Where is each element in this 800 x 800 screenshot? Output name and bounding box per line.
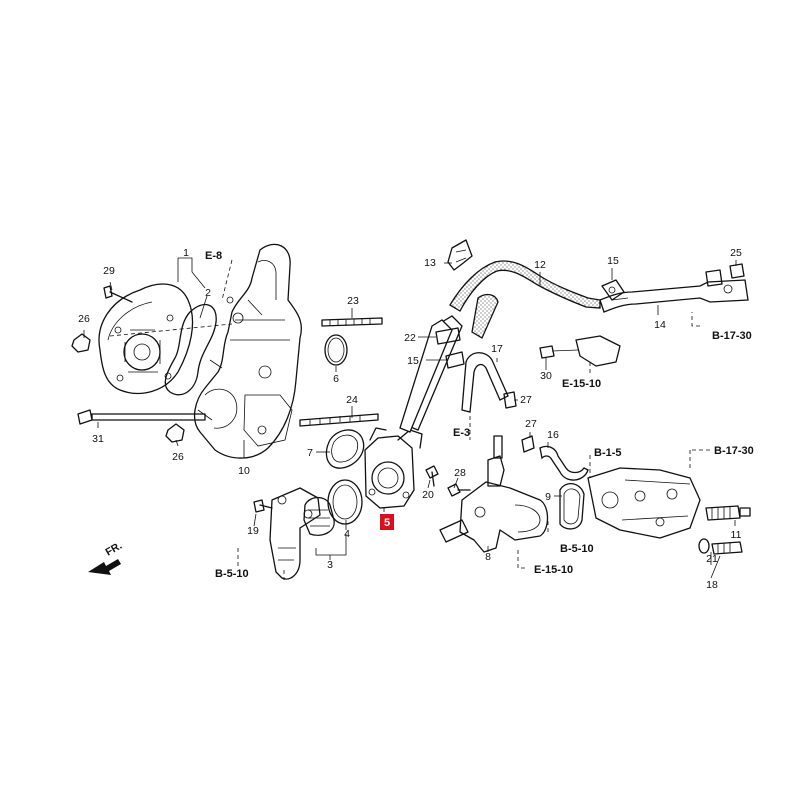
callout-1: 1 — [183, 247, 189, 259]
hose-clamp-15a — [445, 351, 465, 369]
bolt-19 — [253, 499, 273, 513]
callout-10: 10 — [238, 465, 250, 477]
ref-e8[interactable]: E-8 — [205, 250, 222, 262]
callout-4: 4 — [344, 528, 350, 540]
hose-17 — [461, 352, 509, 413]
bolt-28 — [447, 483, 471, 497]
gasket-9 — [559, 483, 585, 530]
bolt-29 — [103, 285, 133, 303]
callout-31: 31 — [92, 433, 104, 445]
thermostat-cover — [269, 487, 321, 580]
nut-26a — [71, 333, 91, 353]
reference-lines — [109, 259, 710, 580]
hose-clamp-22 — [435, 327, 461, 345]
callout-11: 11 — [731, 529, 742, 541]
ref-b5-10-right[interactable]: B-5-10 — [560, 543, 594, 555]
callout-19: 19 — [247, 525, 259, 537]
callout-15a: 15 — [407, 355, 419, 367]
callout-3: 3 — [327, 559, 333, 571]
ref-e15-10-top[interactable]: E-15-10 — [562, 378, 601, 390]
callout-18: 18 — [706, 579, 718, 591]
pipe-bracket-30 — [539, 335, 621, 367]
callout-17: 17 — [491, 343, 503, 355]
ref-b5-10-left[interactable]: B-5-10 — [215, 568, 249, 580]
hose-16 — [539, 445, 589, 481]
thermostat — [303, 496, 335, 536]
callout-15b: 15 — [607, 255, 619, 267]
ref-b17-30-top[interactable]: B-17-30 — [712, 330, 752, 342]
nut-26b — [165, 423, 185, 443]
water-pipe-14 — [599, 279, 749, 313]
callout-29: 29 — [103, 265, 115, 277]
water-passage-10 — [587, 467, 701, 539]
callout-26a: 26 — [78, 313, 90, 325]
callout-14: 14 — [654, 319, 666, 331]
callout-22: 22 — [404, 332, 416, 344]
callout-26b: 26 — [172, 451, 184, 463]
water-pipe-12 — [449, 260, 601, 312]
callout-13: 13 — [424, 257, 436, 269]
callout-27a: 27 — [520, 394, 532, 406]
sensor-18 — [711, 541, 743, 555]
callout-27b: 27 — [525, 418, 537, 430]
water-pump-gasket — [164, 303, 217, 396]
clamp-27b — [521, 435, 535, 453]
water-pump-assembly — [98, 283, 194, 394]
callout-23: 23 — [347, 295, 359, 307]
ref-e3[interactable]: E-3 — [453, 427, 470, 439]
callout-20: 20 — [422, 489, 434, 501]
callout-30: 30 — [540, 370, 552, 382]
hose-clamp-15b — [601, 279, 625, 301]
callout-25: 25 — [730, 247, 742, 259]
callout-16: 16 — [547, 429, 559, 441]
callout-8: 8 — [485, 551, 491, 563]
callout-28: 28 — [454, 467, 466, 479]
thermostat-gasket-4 — [327, 479, 363, 525]
callout-2: 2 — [205, 287, 211, 299]
callout-numbers: 1 2 3 4 5 6 7 8 9 10 11 12 13 14 15 15 1… — [78, 247, 742, 591]
long-bolt-31 — [77, 409, 206, 425]
stud-bolt-24 — [299, 413, 379, 427]
callout-12: 12 — [534, 259, 546, 271]
stud-bolt-23 — [321, 317, 383, 327]
callout-5: 5 — [384, 517, 390, 529]
water-hose-lower — [471, 293, 499, 339]
hose-clip-13 — [447, 239, 473, 271]
bolt-20 — [425, 465, 439, 487]
front-label: FR. — [104, 540, 125, 559]
callout-9: 9 — [545, 491, 551, 503]
callout-6: 6 — [333, 373, 339, 385]
leader-lines — [83, 257, 737, 579]
callout-7: 7 — [307, 447, 313, 459]
pipe-clip-right — [705, 269, 723, 287]
ref-e15-10-bottom[interactable]: E-15-10 — [534, 564, 573, 576]
callout-5-highlight: 5 — [380, 514, 394, 530]
ref-b17-30-right[interactable]: B-17-30 — [714, 445, 754, 457]
bolt-25 — [729, 263, 745, 279]
o-ring-6 — [324, 334, 348, 366]
front-direction-arrow: FR. — [88, 540, 124, 575]
sensor-11 — [705, 505, 751, 521]
thermostat-housing-5 — [364, 427, 423, 509]
ref-b1-5[interactable]: B-1-5 — [594, 447, 622, 459]
pipe-to-housing — [399, 315, 463, 433]
callout-21: 21 — [706, 553, 718, 565]
callout-24: 24 — [346, 394, 358, 406]
gasket-7 — [325, 429, 365, 469]
reference-labels: E-8 B-17-30 E-15-10 E-3 B-1-5 B-17-30 B-… — [205, 250, 754, 580]
timing-belt-back-cover — [193, 243, 302, 459]
washer-21 — [698, 538, 710, 554]
clamp-27a — [503, 391, 517, 409]
